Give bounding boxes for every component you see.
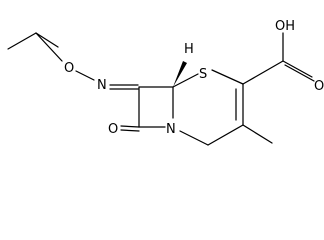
bond-ch-oxygen (35, 32, 63, 62)
bond-c6-s (172, 73, 199, 88)
bond-c3-methyl (242, 124, 273, 144)
carbonyl-oxygen-label: O (108, 122, 118, 137)
bond-c8-o-b (120, 129, 140, 132)
stereo-hydrogen-label: H (184, 42, 194, 57)
bond-s-c2 (211, 69, 244, 85)
bond-c-o-double-b (284, 64, 315, 82)
bond-c4-n (179, 130, 209, 146)
oxime-nitrogen-label: N (97, 78, 107, 93)
bond-o-n (75, 70, 95, 81)
oxime-oxygen-label: O (64, 61, 74, 76)
bond-c2-cooh (242, 60, 284, 85)
molecule-diagram: O N O H S N OH O (7, 19, 324, 146)
bond-methyl1-ch (7, 32, 37, 50)
bond-c-o-double-a (282, 60, 313, 78)
sulfur-label: S (199, 67, 207, 82)
bond-c3-c4 (207, 124, 244, 146)
stereo-wedge-bond (173, 61, 187, 87)
bond-c8-o-a (120, 125, 140, 128)
hydroxyl-label: OH (275, 19, 295, 34)
structure-canvas: O N O H S N OH O (7, 19, 324, 146)
bond-ch-methyl2 (35, 32, 59, 48)
ring-nitrogen-label: N (166, 122, 176, 137)
acid-carbonyl-oxygen-label: O (314, 79, 324, 94)
